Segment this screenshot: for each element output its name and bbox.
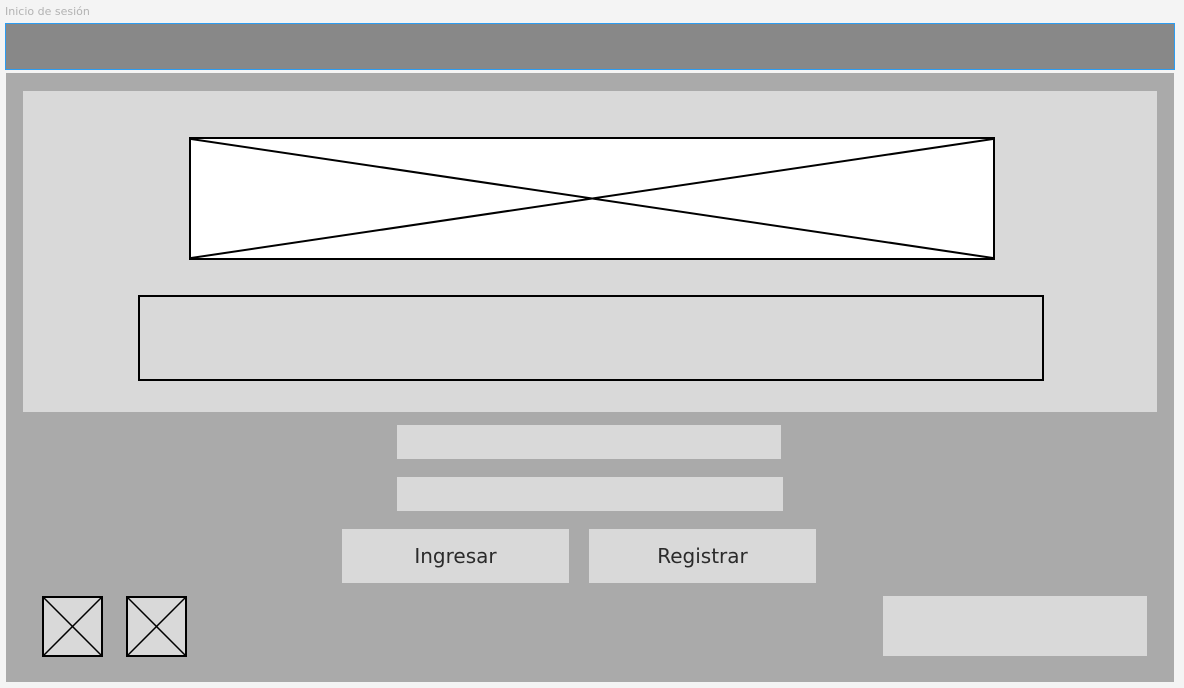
password-input[interactable] bbox=[397, 477, 783, 511]
logo-image-placeholder-icon bbox=[189, 137, 995, 260]
image-cross-icon bbox=[128, 598, 185, 655]
header-bar bbox=[5, 23, 1175, 70]
footer-image-placeholder-icon[interactable] bbox=[42, 596, 103, 657]
corner-box bbox=[883, 596, 1147, 656]
banner-box bbox=[138, 295, 1044, 381]
image-cross-icon bbox=[44, 598, 101, 655]
register-button[interactable]: Registrar bbox=[589, 529, 816, 583]
username-input[interactable] bbox=[397, 425, 781, 459]
footer-image-placeholder-icon[interactable] bbox=[126, 596, 187, 657]
login-button[interactable]: Ingresar bbox=[342, 529, 569, 583]
frame-label: Inicio de sesión bbox=[5, 5, 90, 18]
image-cross-icon bbox=[191, 139, 993, 258]
hero-panel bbox=[23, 91, 1157, 412]
login-screen: Ingresar Registrar bbox=[6, 73, 1174, 682]
